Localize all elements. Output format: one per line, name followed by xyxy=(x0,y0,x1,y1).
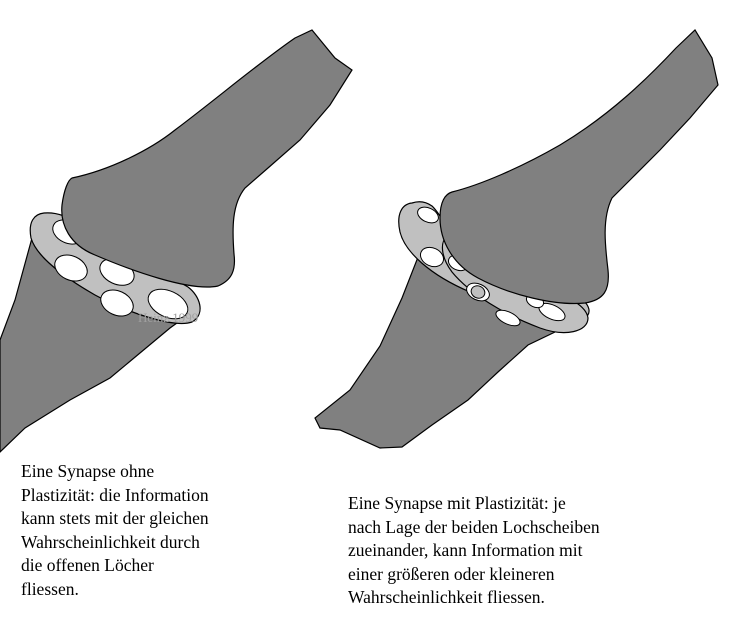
signature-text: Heinz 1999 xyxy=(138,310,198,325)
caption-line: zueinander, kann Information mit xyxy=(348,540,583,560)
right-upper-axon xyxy=(439,29,719,305)
right-lower-axon xyxy=(314,251,557,449)
caption-line: nach Lage der beiden Lochscheiben xyxy=(348,516,600,537)
caption-line: Plastizität: die Information xyxy=(21,484,209,505)
left-upper-axon xyxy=(61,29,353,288)
disc-hole xyxy=(54,254,88,282)
caption-line: Wahrscheinlichkeit fliessen. xyxy=(348,587,545,607)
caption-line: Wahrscheinlichkeit durch xyxy=(21,531,200,552)
caption-line: die offenen Löcher xyxy=(21,555,154,575)
disc-hole xyxy=(417,206,439,224)
disc-hole xyxy=(495,309,521,327)
synapse-without-plasticity: Heinz 1999 xyxy=(0,29,353,453)
caption-line: Eine Synapse ohne xyxy=(21,461,155,481)
disc-hole xyxy=(147,288,189,320)
disc-hole xyxy=(100,289,134,317)
caption-line: fliessen. xyxy=(21,578,79,599)
caption-with-plasticity: Eine Synapse mit Plastizität: je nach La… xyxy=(348,492,600,610)
caption-without-plasticity: Eine Synapse ohne Plastizität: die Infor… xyxy=(21,460,209,601)
caption-line: kann stets mit der gleichen xyxy=(21,508,209,528)
disc-hole xyxy=(419,246,445,268)
caption-line: einer größeren oder kleineren xyxy=(348,563,555,584)
disc-hole xyxy=(470,285,486,299)
synapse-with-plasticity xyxy=(314,29,719,449)
caption-line: Eine Synapse mit Plastizität: je xyxy=(348,493,566,513)
